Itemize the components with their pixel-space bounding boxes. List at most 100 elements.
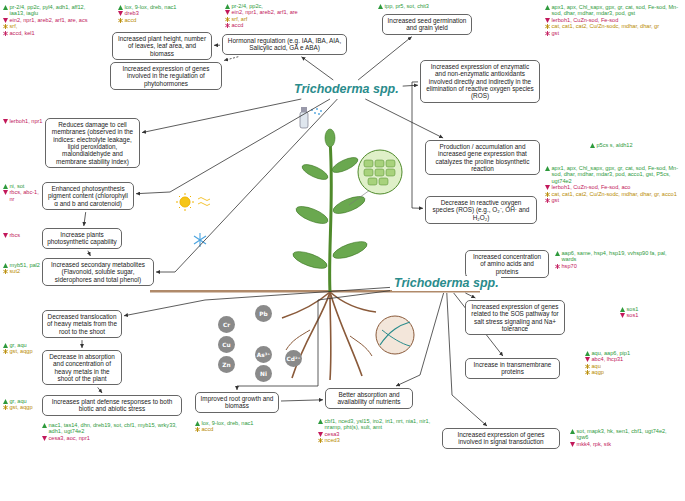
up-regulated-marker [3, 5, 8, 10]
up-regulated-marker [3, 343, 8, 348]
effect-box: Reduces damage to cell membranes (observ… [45, 118, 140, 168]
gene-names: nac1, tas14, dhn, dreb19, sot, cbf1, myb… [49, 422, 183, 435]
connector-arrow [465, 293, 475, 298]
gene-names: rbcs, abc-1, nr [10, 189, 42, 202]
gene-names: ni, sot [10, 183, 25, 189]
gene-names: gst, aqgp [10, 348, 33, 354]
connector-arrow [403, 85, 418, 87]
unchanged-marker [585, 370, 590, 375]
node-text: Increased expression of genes related to… [470, 303, 560, 332]
node-text: Ni [260, 371, 267, 377]
node-text: Enhanced photosynthesis pigment content … [47, 185, 129, 207]
up-regulated-marker [3, 263, 8, 268]
gene-row: gst, aqgp [3, 404, 40, 410]
effect-box: Increased expression of genes involved i… [110, 62, 222, 90]
metal-ion-circle: Cu [218, 336, 235, 353]
gene-row: lerboh1, CuZn-sod, Fe-sod [545, 17, 681, 23]
unchanged-marker [225, 23, 230, 28]
unchanged-marker [545, 192, 550, 197]
node-text: Increased expression of genes involved i… [115, 65, 217, 87]
node-text: Improved root growth and biomass [200, 395, 274, 410]
gene-row: pr-2/4, pp2c, [225, 3, 343, 9]
gene-names: srf, arf [232, 16, 248, 22]
gene-row: rbcs [3, 232, 40, 238]
gene-row: ein2, npr1, areb2, arf1, are [225, 9, 343, 15]
gene-list: cbf1, nced3, ysl15, iro2, irt1, nrt, nia… [318, 418, 436, 444]
gene-names: cesa3, aoc, npr1 [49, 435, 90, 441]
effect-box: Increased secondary metabolites (Flavono… [42, 258, 154, 286]
up-regulated-marker [378, 4, 383, 9]
gene-list: myb51, pal2sut2 [3, 262, 40, 275]
gene-row: gst [545, 30, 681, 36]
gene-row: apx1, apx, Chl_sapx, gpx, gr, cat, sod, … [545, 4, 681, 17]
gene-row: accd [195, 426, 280, 432]
down-regulated-marker [545, 18, 550, 23]
gene-names: accd [125, 17, 137, 23]
gene-row: sut2 [3, 268, 40, 274]
gene-row: sos1 [620, 306, 670, 312]
gene-names: accd [232, 22, 244, 28]
down-regulated-marker [620, 313, 625, 318]
gene-list: gr, aqugst, aqgp [3, 342, 40, 355]
node-text: Decrease in reactive oxygen species (ROS… [430, 199, 532, 221]
up-regulated-marker [225, 4, 230, 9]
connector-arrow [365, 99, 443, 138]
gene-names: lerboh1, npr1 [10, 118, 43, 124]
gene-list: pr-2/4, pp2c, pyl4, adh1, aff12, iaa13, … [3, 4, 98, 36]
gene-names: pr-2/4, pp2c, [232, 3, 263, 9]
node-text: Increased seed germination and grain yie… [387, 17, 467, 32]
gene-row: aqu [585, 363, 681, 369]
up-regulated-marker [3, 184, 8, 189]
gene-row: myb51, pal2 [3, 262, 40, 268]
down-regulated-marker [3, 233, 8, 238]
metal-ion-circle: Ni [255, 365, 272, 382]
down-regulated-marker [3, 119, 8, 124]
gene-row: dreb3 [118, 10, 210, 16]
gene-names: sut2 [10, 268, 21, 274]
organism-label: Trichoderma spp. [392, 276, 501, 291]
down-regulated-marker [225, 10, 230, 15]
node-text: Decrease in absorption and concentration… [47, 353, 117, 382]
gene-row: abc4, lhcp31 [585, 356, 681, 362]
node-text: Increased concentration of amino acids a… [470, 253, 544, 275]
node-text: Increase in transmembrane proteins [470, 361, 555, 376]
gene-row: sos1 [620, 312, 670, 318]
gene-names: aqu, aap6, pip1 [592, 350, 631, 356]
organism-label: Trichoderma spp. [292, 82, 401, 97]
connector-arrow [224, 57, 238, 61]
gene-names: apx1, apx, Chl_sapx, gpx, gr, cat, sod, … [552, 165, 682, 184]
gene-names: gst [552, 197, 559, 203]
down-regulated-marker [118, 11, 123, 16]
effect-box: Hormonal regulation (e.g. IAA, IBA, AIA,… [222, 34, 347, 55]
connector-arrow [301, 57, 333, 80]
up-regulated-marker [570, 429, 575, 434]
gene-row: gr, aqu [3, 398, 40, 404]
unchanged-marker [225, 17, 230, 22]
down-regulated-marker [585, 357, 590, 362]
node-text: Cr [223, 322, 230, 328]
leaf-zoom [349, 150, 402, 205]
gene-names: cbf1, nced3, ysl15, iro2, irt1, nrt, nia… [325, 418, 437, 431]
effect-box: Increased expression of enzymatic and no… [420, 60, 540, 103]
gene-names: lerboh1, CuZn-sod, Fe-sod, aco [552, 184, 631, 190]
gene-row: tpp, pr5, sot, chit3 [378, 3, 478, 9]
up-regulated-marker [195, 421, 200, 426]
gene-list: lerboh1, npr1 [3, 118, 43, 124]
effect-box: Increased concentration of amino acids a… [465, 250, 549, 278]
node-text: Increased expression of enzymatic and no… [425, 63, 535, 100]
connector-arrow [281, 400, 323, 401]
connector-arrow [358, 37, 412, 80]
gene-list: pr-2/4, pp2c,ein2, npr1, areb2, arf1, ar… [225, 3, 343, 29]
node-text: Better absorption and availability of nu… [330, 391, 408, 406]
gene-names: ein2, npr1, areb2, arf1, are [232, 9, 298, 15]
gene-list: aap6, same, hsp4, hsp19, vvhsp90 fa, pal… [555, 250, 681, 269]
gene-row: rbcs, abc-1, nr [3, 189, 41, 202]
up-regulated-marker [545, 5, 550, 10]
connector-arrow [88, 251, 91, 256]
gene-row: apx1, apx, Chl_sapx, gpx, gr, cat, sod, … [545, 165, 681, 184]
gene-row: srf, [3, 23, 98, 29]
gene-row: gst, aqgp [3, 348, 40, 354]
down-regulated-marker [42, 436, 47, 441]
gene-names: mkk4, rpk, stk [577, 441, 612, 447]
effect-box: Increased seed germination and grain yie… [382, 14, 472, 35]
